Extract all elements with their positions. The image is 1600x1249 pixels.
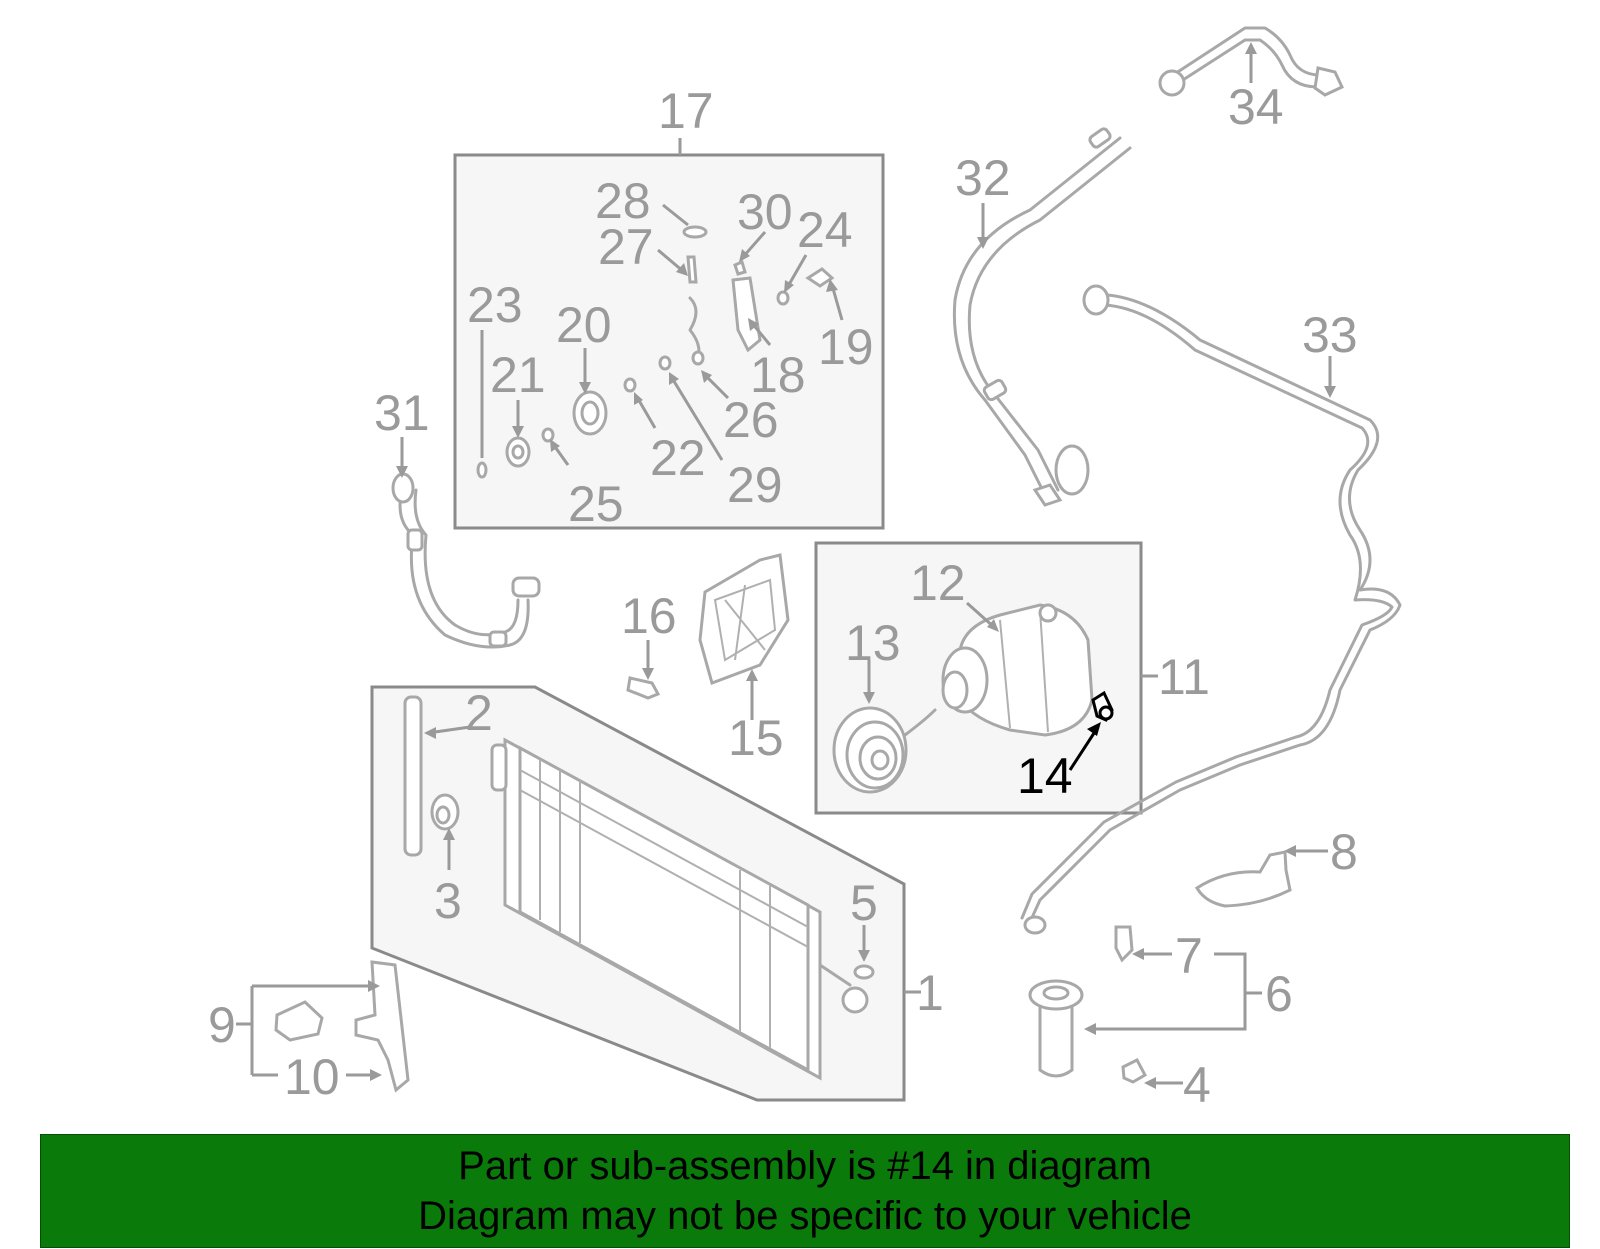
clip-part-16	[626, 676, 661, 700]
bracket-part-9	[274, 1000, 324, 1042]
condenser-part-1	[490, 737, 869, 1081]
label-30: 30	[737, 184, 793, 240]
label-8: 8	[1330, 824, 1358, 880]
label-32: 32	[955, 150, 1011, 206]
label-3: 3	[434, 873, 462, 929]
hose-part-32	[952, 127, 1132, 507]
label-6: 6	[1265, 966, 1293, 1022]
label-19: 19	[818, 319, 874, 375]
label-10: 10	[284, 1049, 340, 1105]
label-29: 29	[727, 457, 783, 513]
label-23: 23	[467, 277, 523, 333]
bracket-part-10	[354, 960, 410, 1093]
label-28: 28	[595, 173, 651, 229]
cap-part-4	[1121, 1058, 1148, 1084]
hose-part-31	[391, 472, 541, 649]
label-4: 4	[1183, 1057, 1211, 1113]
label-17: 17	[658, 83, 714, 139]
pipe-part-34	[1158, 26, 1344, 97]
bracket-part-8	[1194, 850, 1292, 908]
pipe-part-33	[1020, 284, 1402, 935]
label-33: 33	[1302, 307, 1358, 363]
notice-banner: Part or sub-assembly is #14 in diagram D…	[40, 1134, 1570, 1248]
label-24: 24	[797, 202, 853, 258]
valve-part-14	[1091, 690, 1114, 722]
o-ring-part-5	[853, 964, 875, 980]
label-18: 18	[750, 347, 806, 403]
label-11: 11	[1158, 649, 1210, 705]
grommet-part-3	[430, 793, 460, 831]
banner-line-disclaimer: Diagram may not be specific to your vehi…	[418, 1194, 1192, 1238]
label-34: 34	[1228, 79, 1284, 135]
seal-strip-part-2	[403, 695, 423, 857]
label-31: 31	[374, 385, 430, 441]
label-7: 7	[1175, 928, 1203, 984]
label-2: 2	[465, 685, 493, 741]
receiver-drier-part-6	[1028, 979, 1084, 1078]
label-20: 20	[556, 297, 612, 353]
label-12: 12	[910, 555, 966, 611]
switch-part-7	[1114, 925, 1134, 963]
label-25: 25	[568, 476, 624, 532]
label-21: 21	[490, 347, 546, 403]
compressor-part-12	[941, 603, 1094, 737]
mount-plate-part-15	[698, 553, 790, 685]
kit-small-parts	[476, 225, 835, 479]
clutch-part-13	[832, 706, 937, 794]
label-27: 27	[598, 219, 654, 275]
label-22: 22	[650, 430, 706, 486]
label-13: 13	[845, 615, 901, 671]
label-16: 16	[621, 588, 677, 644]
label-1: 1	[916, 965, 944, 1021]
label-26: 26	[723, 392, 779, 448]
label-15: 15	[728, 710, 784, 766]
kit-box-17	[453, 153, 885, 530]
banner-line-part-number: Part or sub-assembly is #14 in diagram	[458, 1144, 1152, 1188]
label-9: 9	[208, 997, 236, 1053]
label-14-highlighted: 14	[1017, 748, 1073, 804]
label-5: 5	[850, 875, 878, 931]
